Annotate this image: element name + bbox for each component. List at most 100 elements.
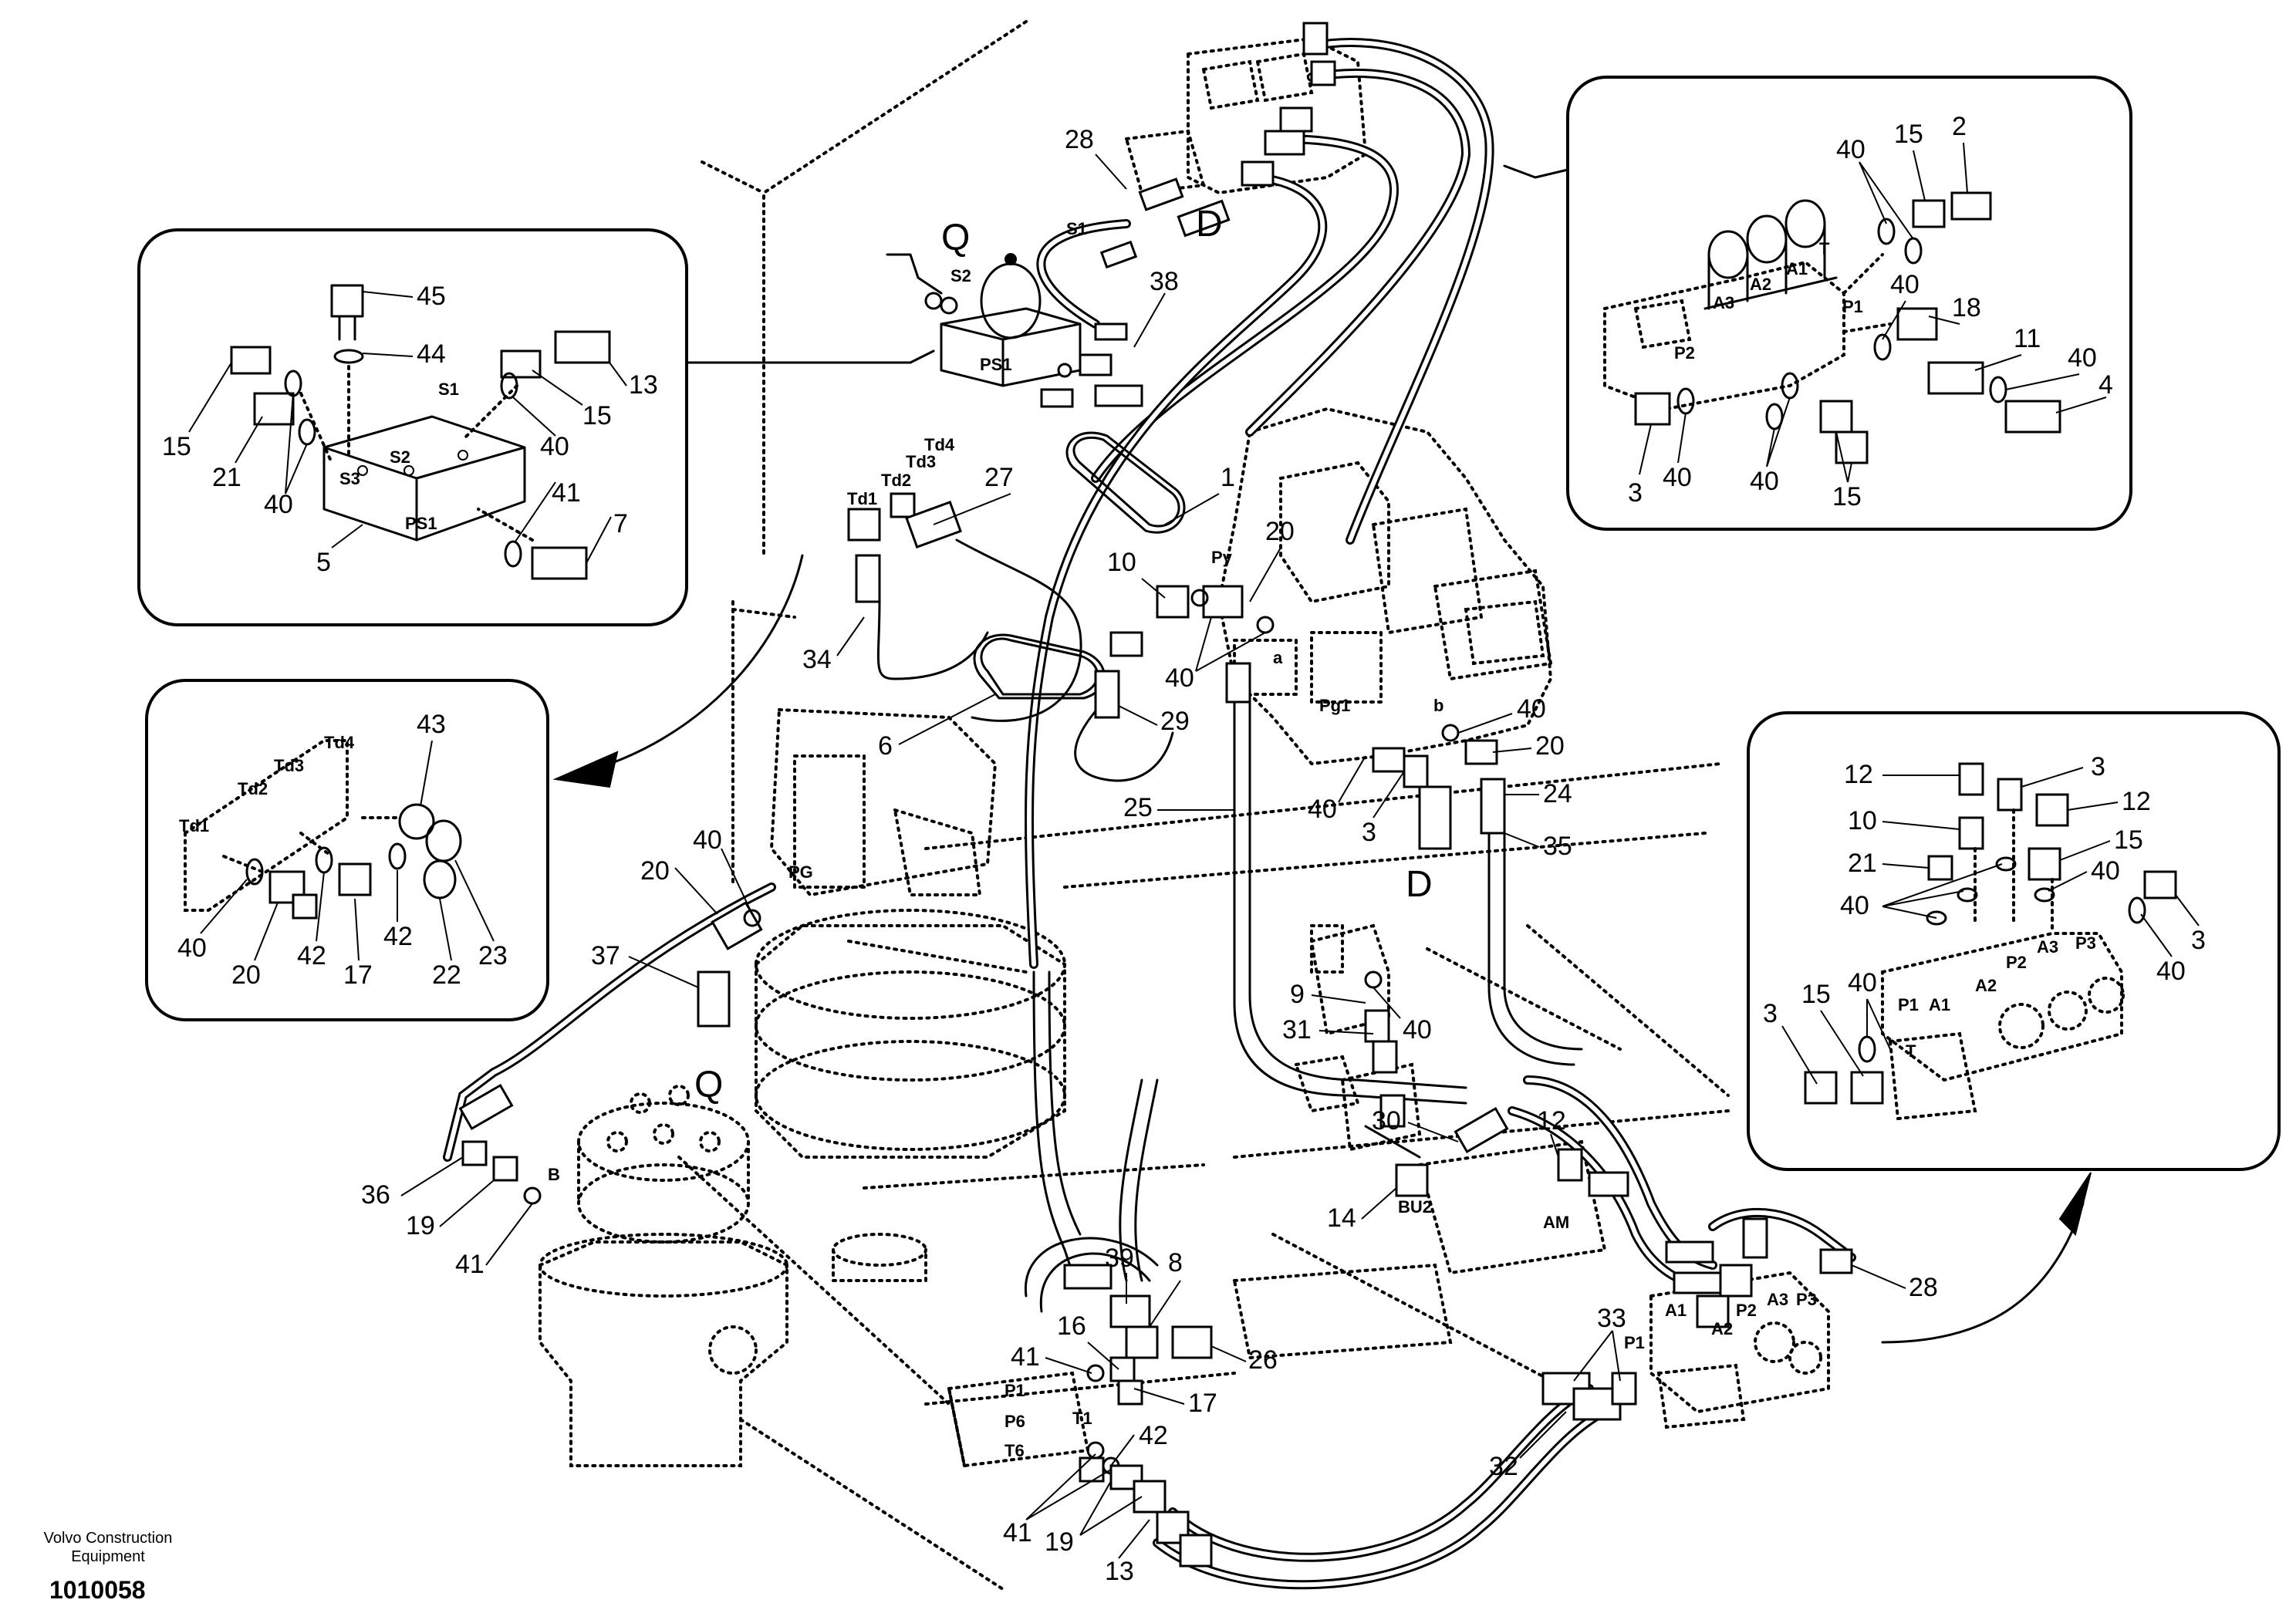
callout-40e: 40	[1750, 467, 1779, 496]
callout-42: 42	[297, 941, 326, 970]
port-label-a2: A2	[1750, 275, 1771, 294]
port-label-t6-bottom: T6	[1004, 1441, 1025, 1460]
port-label-bu2: BU2	[1398, 1197, 1432, 1217]
company-name-line2: Equipment	[71, 1548, 145, 1565]
callout-3b: 3	[2191, 926, 2206, 955]
footer: Volvo Construction Equipment 1010058	[44, 1530, 173, 1604]
port-label-a1-lower: A1	[1665, 1301, 1687, 1320]
port-label-t: T	[1906, 1041, 1916, 1061]
inset-top-right	[1503, 76, 2132, 531]
port-label-a3: A3	[1713, 293, 1734, 312]
callout-32: 32	[1489, 1452, 1518, 1481]
callout-8: 8	[1168, 1248, 1183, 1277]
callout-39: 39	[1105, 1244, 1134, 1273]
callout-28: 28	[1065, 125, 1094, 154]
callout-15: 15	[2114, 825, 2143, 855]
drawing-number: 1010058	[49, 1576, 146, 1604]
callout-15b: 15	[1801, 980, 1831, 1009]
callout-17: 17	[1188, 1389, 1217, 1418]
callout-30: 30	[1372, 1106, 1401, 1136]
callout-41: 41	[455, 1250, 485, 1279]
callout-25: 25	[1123, 793, 1153, 822]
callout-40d: 40	[1663, 463, 1692, 492]
callout-41b: 41	[1011, 1342, 1040, 1372]
port-label-ps1: PS1	[405, 514, 437, 533]
port-label-s2: S2	[390, 447, 410, 467]
callout-12: 12	[1844, 760, 1873, 789]
main-control-valve	[1217, 407, 1553, 766]
inset-accumulator-block	[137, 228, 935, 626]
callout-40b: 40	[1517, 694, 1546, 724]
callout-18: 18	[1952, 293, 1981, 322]
accumulator-assembly	[886, 253, 1082, 408]
callout-6: 6	[878, 731, 893, 761]
callout-10: 10	[1848, 806, 1877, 835]
inset-td-block	[145, 679, 549, 1021]
callout-13: 13	[629, 370, 658, 400]
callout-40: 40	[1165, 663, 1194, 693]
port-label-pg1: Pg1	[1319, 696, 1350, 715]
callout-40c: 40	[2156, 957, 2186, 986]
port-label-am: AM	[1543, 1213, 1569, 1232]
port-label-td3: Td3	[274, 756, 304, 775]
callout-20c: 20	[640, 856, 670, 886]
callout-12b: 12	[2122, 787, 2151, 816]
swing-motor	[755, 707, 1066, 1282]
port-label-p2-lower: P2	[1736, 1301, 1757, 1320]
callout-40d: 40	[1848, 968, 1877, 997]
port-label-a2: A2	[1975, 976, 1997, 995]
callout-23: 23	[478, 941, 508, 970]
port-label-a: a	[1273, 648, 1283, 667]
callout-41: 41	[552, 478, 581, 508]
callout-35: 35	[1543, 832, 1572, 861]
port-label-a2-lower: A2	[1711, 1319, 1733, 1338]
main-callouts: 28 38 27 1 20 10 40 34 6 29 25 40 20 40 …	[361, 125, 1938, 1586]
callout-15b: 15	[1832, 482, 1862, 511]
port-label-b: b	[1433, 696, 1443, 715]
callout-20: 20	[231, 960, 261, 990]
callout-15: 15	[1894, 120, 1923, 149]
callout-40: 40	[1840, 891, 1869, 920]
company-name-line1: Volvo Construction	[44, 1530, 173, 1547]
callout-33: 33	[1597, 1304, 1626, 1333]
port-label-p1: P1	[1898, 995, 1919, 1014]
callout-19: 19	[406, 1211, 435, 1240]
port-label-a3: A3	[2037, 937, 2058, 957]
callout-40c: 40	[2068, 343, 2097, 373]
callout-24: 24	[1543, 779, 1572, 808]
callout-12: 12	[1537, 1106, 1566, 1136]
callout-45: 45	[417, 282, 446, 311]
port-label-d-main: D	[1406, 864, 1433, 905]
callout-36: 36	[361, 1180, 390, 1210]
swivel-joint	[539, 1085, 788, 1467]
callout-2: 2	[1952, 112, 1967, 141]
callout-44: 44	[417, 339, 446, 369]
port-label-p1-lower: P1	[1624, 1333, 1645, 1352]
callout-37: 37	[591, 941, 620, 970]
port-label-s3: S3	[339, 469, 360, 488]
callout-40b: 40	[1890, 270, 1920, 299]
callout-7: 7	[613, 509, 628, 538]
hoses	[443, 38, 1856, 1590]
port-label-d-top: D	[1196, 204, 1223, 245]
callout-11: 11	[2014, 324, 2041, 353]
port-label-pg: PG	[788, 862, 813, 882]
callout-9: 9	[1290, 980, 1305, 1009]
port-label-t: T	[1819, 239, 1830, 258]
port-label-py: Py	[1211, 548, 1233, 567]
port-label-s1: S1	[438, 380, 459, 399]
port-label-b-swing: B	[548, 1165, 560, 1184]
callout-42: 42	[1139, 1421, 1168, 1450]
callout-40c: 40	[1308, 795, 1337, 824]
callout-15b: 15	[582, 401, 612, 430]
callout-3: 3	[2091, 752, 2105, 781]
callout-21: 21	[212, 463, 241, 492]
callout-4: 4	[2098, 370, 2113, 400]
detail-arrows	[552, 554, 2092, 1344]
port-label-p1: P1	[1842, 297, 1863, 316]
callout-31: 31	[1282, 1015, 1312, 1045]
port-label-td3-main: Td3	[906, 452, 936, 471]
callout-19b: 19	[1045, 1527, 1074, 1557]
callout-20b: 20	[1535, 731, 1565, 761]
port-label-p3: P3	[2075, 933, 2096, 953]
